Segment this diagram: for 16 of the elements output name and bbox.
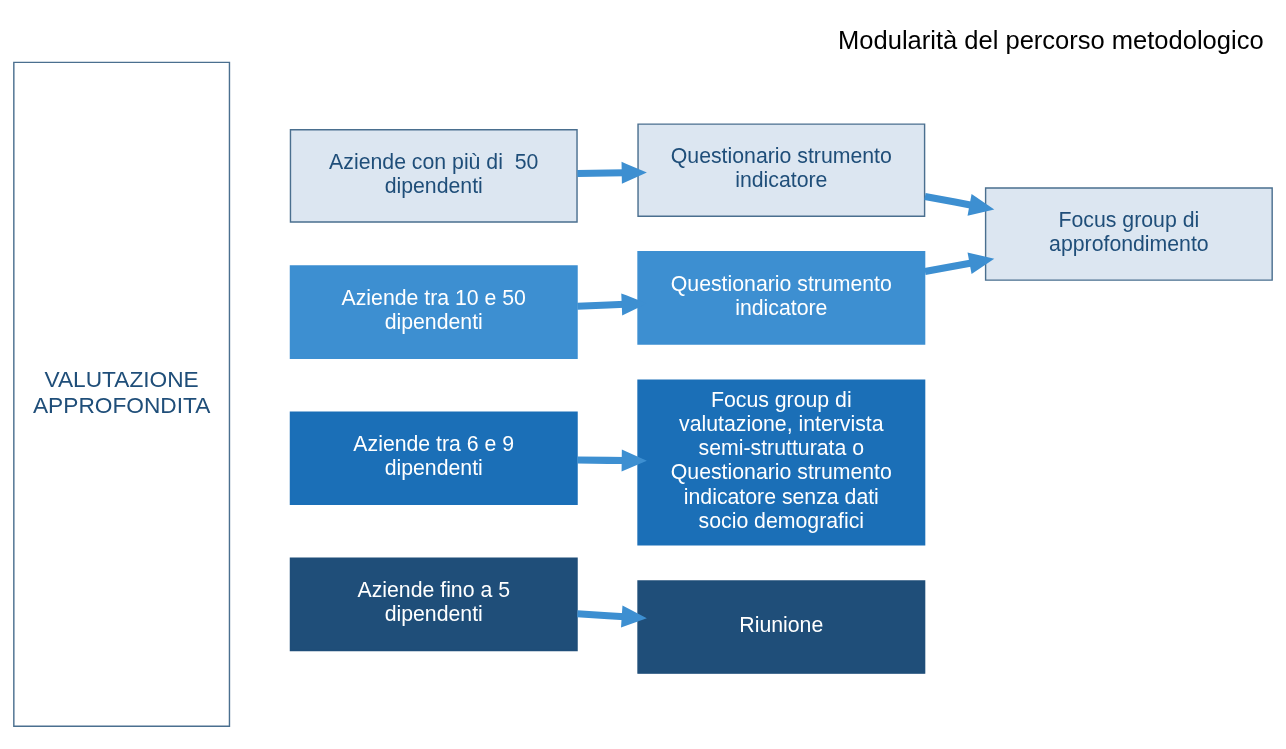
- node-box: Questionario strumento indicatore: [637, 123, 926, 218]
- node-box: Questionario strumento indicatore: [637, 251, 926, 345]
- arrow: [577, 161, 647, 184]
- diagram-title: Modularità del percorso metodologico: [838, 25, 1264, 54]
- node-box: Focus group di valutazione, intervista semi-strutturata o Questionario strumento indicatore senza dati socio demografici: [637, 379, 926, 546]
- node-box: Focus group di approfondimento: [984, 187, 1273, 281]
- node-box: Aziende con più di 50 dipendenti: [289, 129, 578, 223]
- arrow: [577, 449, 647, 472]
- node-box: Aziende fino a 5 dipendenti: [289, 557, 578, 652]
- node-box: Riunione: [637, 580, 926, 674]
- arrow: [924, 252, 995, 276]
- arrow: [924, 193, 995, 216]
- node-box: Aziende tra 6 e 9 dipendenti: [289, 411, 578, 505]
- node-box: Aziende tra 10 e 50 dipendenti: [289, 265, 578, 359]
- arrow: [577, 605, 647, 628]
- node-box: VALUTAZIONE APPROFONDITA: [13, 61, 231, 728]
